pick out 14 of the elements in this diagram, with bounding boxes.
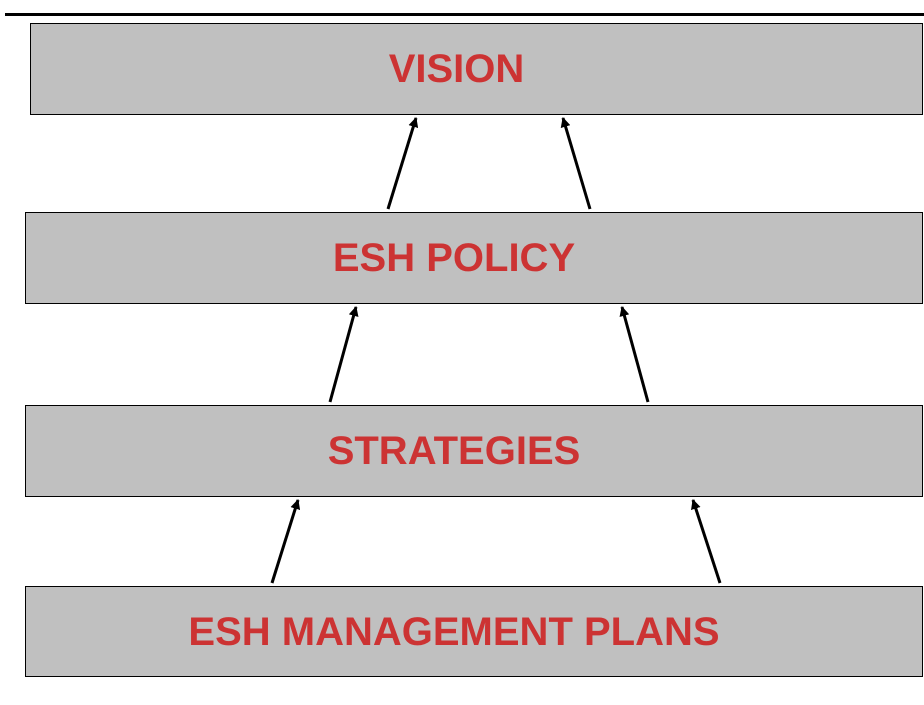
level-box: [30, 23, 923, 115]
arrow: [328, 306, 358, 402]
level-box: [25, 586, 923, 677]
level-title: ESH MANAGEMENT PLANS: [188, 612, 720, 652]
level-title: ESH POLICY: [332, 238, 576, 278]
level-title: STRATEGIES: [328, 431, 580, 471]
level-box: [25, 405, 923, 497]
level-title: VISION: [388, 49, 524, 89]
arrow: [620, 306, 650, 402]
arrow: [386, 117, 418, 210]
arrow: [560, 117, 592, 210]
level-box: [25, 212, 923, 304]
arrow: [691, 499, 722, 584]
arrow: [270, 499, 300, 584]
